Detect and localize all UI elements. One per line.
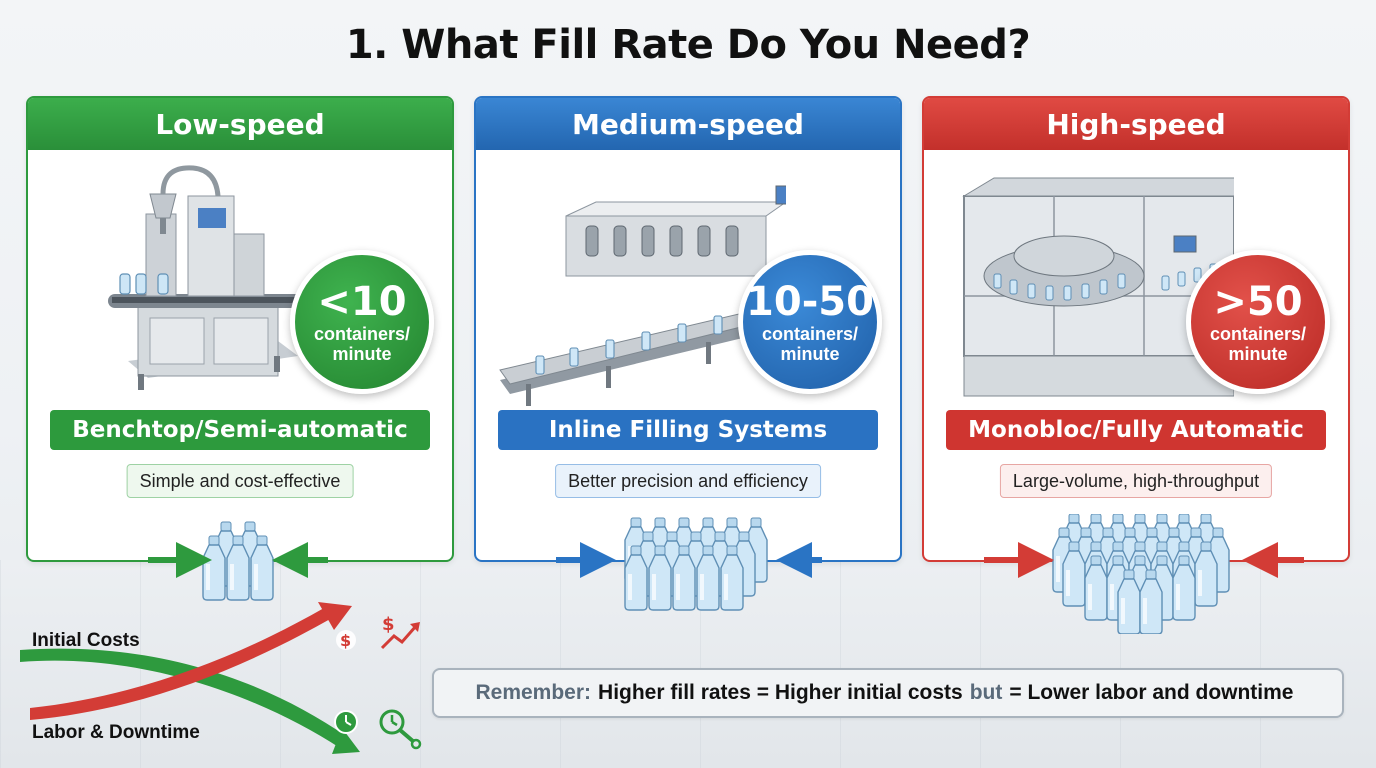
rate-unit: minute (332, 344, 392, 364)
medium-speed-description: Better precision and efficiency (555, 464, 821, 498)
cost-increasing-arrow (30, 608, 332, 720)
note-connector: but (969, 681, 1003, 704)
low-speed-header: Low-speed (28, 98, 452, 150)
low-speed-card: Low-speed <10 containers/ minute Benchto… (26, 96, 454, 601)
high-speed-header: High-speed (924, 98, 1348, 150)
high-speed-rate-badge: >50 containers/ minute (1186, 250, 1330, 394)
high-speed-description: Large-volume, high-throughput (999, 464, 1273, 498)
rate-unit: containers/ (761, 324, 859, 344)
clock-wrench-icon (379, 709, 422, 750)
page-title: 1. What Fill Rate Do You Need? (345, 22, 1031, 68)
rate-unit: containers/ (313, 324, 411, 344)
dollar-rising-icon: $ (380, 614, 420, 650)
bottle-group-medium (556, 517, 822, 611)
rate-value: >50 (1213, 279, 1303, 325)
medium-speed-header: Medium-speed (476, 98, 900, 150)
cost-tradeoff-arrows: $ $ (20, 602, 422, 754)
rate-unit: minute (1228, 344, 1288, 364)
high-speed-system-label: Monobloc/Fully Automatic (946, 410, 1326, 450)
medium-speed-card: Medium-speed (474, 96, 902, 611)
medium-speed-rate-badge: 10-50 containers/ minute (738, 250, 882, 394)
high-speed-card: High-speed >50 containers/ minute Monobl… (922, 96, 1350, 634)
labor-downtime-label: Labor & Downtime (32, 722, 200, 743)
low-speed-rate-badge: <10 containers/ minute (290, 250, 434, 394)
medium-speed-system-label: Inline Filling Systems (498, 410, 878, 450)
bottle-group-large (984, 514, 1304, 634)
rate-unit: containers/ (1209, 324, 1307, 344)
monobloc-filler-illustration (962, 177, 1234, 397)
labor-decreasing-arrow (20, 648, 346, 748)
note-prefix: Remember: (475, 681, 592, 704)
low-speed-description: Simple and cost-effective (126, 464, 354, 498)
bottle-group-small (148, 521, 328, 601)
benchtop-filler-illustration (108, 165, 308, 390)
rate-unit: minute (780, 344, 840, 364)
low-speed-system-label: Benchtop/Semi-automatic (50, 410, 430, 450)
initial-costs-label: Initial Costs (32, 630, 140, 651)
note-part-2: = Lower labor and downtime (1009, 681, 1294, 704)
remember-note: Remember: Higher fill rates = Higher ini… (432, 668, 1344, 718)
note-part-1: Higher fill rates = Higher initial costs (598, 681, 963, 704)
rate-value: 10-50 (746, 279, 874, 325)
rate-value: <10 (317, 279, 407, 325)
svg-text:$: $ (340, 631, 351, 650)
inline-filler-illustration (499, 185, 786, 406)
svg-text:$: $ (382, 614, 395, 635)
